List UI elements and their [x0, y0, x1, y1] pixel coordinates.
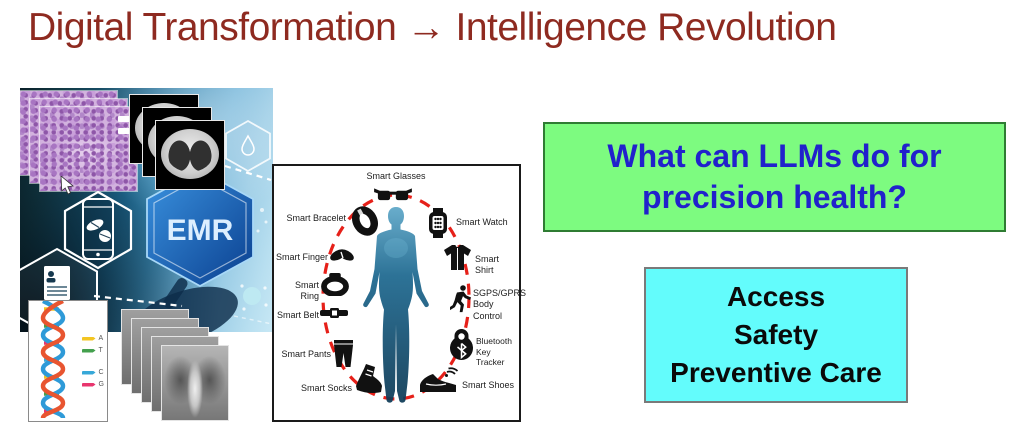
values-callout-box: Access Safety Preventive Care [644, 267, 908, 403]
photo-overlay-graphics: EMR [20, 119, 273, 332]
wearable-label-smart-finger: Smart Finger [276, 252, 329, 262]
smart-watch-icon [429, 208, 447, 238]
smart-glasses-icon [374, 188, 412, 201]
wearable-label-smart-ring: Smart Ring [294, 280, 319, 302]
base-a-label: A [98, 335, 104, 342]
wearable-label-smart-socks: Smart Socks [300, 383, 352, 393]
wearable-label-smart-shoes: Smart Shoes [462, 380, 515, 390]
smart-wearables-diagram: Smart Glasses Smart Bracelet Smart Watch… [272, 164, 527, 422]
base-t-label: T [98, 347, 103, 354]
droplet-icon [241, 134, 255, 156]
dna-helix-panel: A T C G [28, 298, 108, 422]
dna-legend-item: A [81, 335, 104, 342]
wearable-label-gps-body-control: SGPS/GPRS Body Control [473, 288, 527, 321]
gps-body-control-icon [450, 285, 471, 313]
smartphone-medication-icon [82, 198, 114, 260]
smart-belt-icon [320, 308, 348, 318]
dna-legend-item: T [81, 347, 104, 354]
dna-helix-graphic [40, 298, 66, 419]
dashed-connector [93, 294, 183, 308]
question-text: What can LLMs do for precision health? [607, 138, 942, 215]
bluetooth-key-tracker-icon [450, 329, 473, 361]
cursor-icon [60, 176, 74, 195]
base-t-color-bar [81, 348, 96, 353]
value-preventive-care: Preventive Care [670, 356, 882, 388]
wearable-label-smart-glasses: Smart Glasses [366, 171, 426, 181]
wearable-label-smart-shirt: Smart Shirt [475, 254, 500, 276]
dashed-connector [233, 315, 273, 325]
wearable-label-bluetooth-key-tracker: Bluetooth Key Tracker [476, 336, 512, 368]
emr-hexagon-graphic: EMR [146, 168, 254, 288]
histopathology-slide [40, 107, 140, 191]
smart-shoes-icon [420, 367, 458, 392]
value-safety: Safety [733, 319, 819, 351]
phone-hexagon [63, 190, 133, 270]
emr-label: EMR [167, 214, 234, 247]
glow-node [240, 208, 268, 311]
smart-bracelet-icon [352, 206, 378, 236]
ct-scan-image [156, 121, 224, 189]
wearable-label-smart-pants: Smart Pants [281, 349, 331, 359]
base-c-color-bar [81, 370, 96, 375]
dna-legend-item: C [81, 369, 104, 376]
wearable-label-smart-bracelet: Smart Bracelet [286, 213, 346, 223]
value-access: Access [726, 281, 826, 313]
question-callout-box: What can LLMs do for precision health? [543, 122, 1006, 232]
wearable-label-smart-watch: Smart Watch [456, 217, 508, 227]
base-a-color-bar [81, 336, 96, 341]
smart-shirt-icon [444, 245, 471, 270]
dna-legend: A T C G [81, 335, 104, 388]
base-g-color-bar [81, 382, 96, 387]
base-c-label: C [98, 369, 104, 376]
wearable-label-smart-belt: Smart Belt [276, 310, 319, 320]
dna-legend-item: G [81, 381, 104, 388]
smart-finger-icon [330, 249, 354, 261]
smart-ring-icon [321, 273, 349, 296]
medical-data-collage: EMR [20, 88, 273, 422]
human-body-figure [363, 207, 429, 403]
droplet-hexagon [225, 119, 271, 173]
dashed-connector [224, 164, 272, 182]
base-g-label: G [98, 381, 104, 388]
slide-title: Digital Transformation → Intelligence Re… [28, 6, 837, 49]
chest-xray-image [162, 346, 228, 420]
smart-socks-icon [356, 364, 382, 394]
smart-pants-icon [334, 340, 353, 367]
